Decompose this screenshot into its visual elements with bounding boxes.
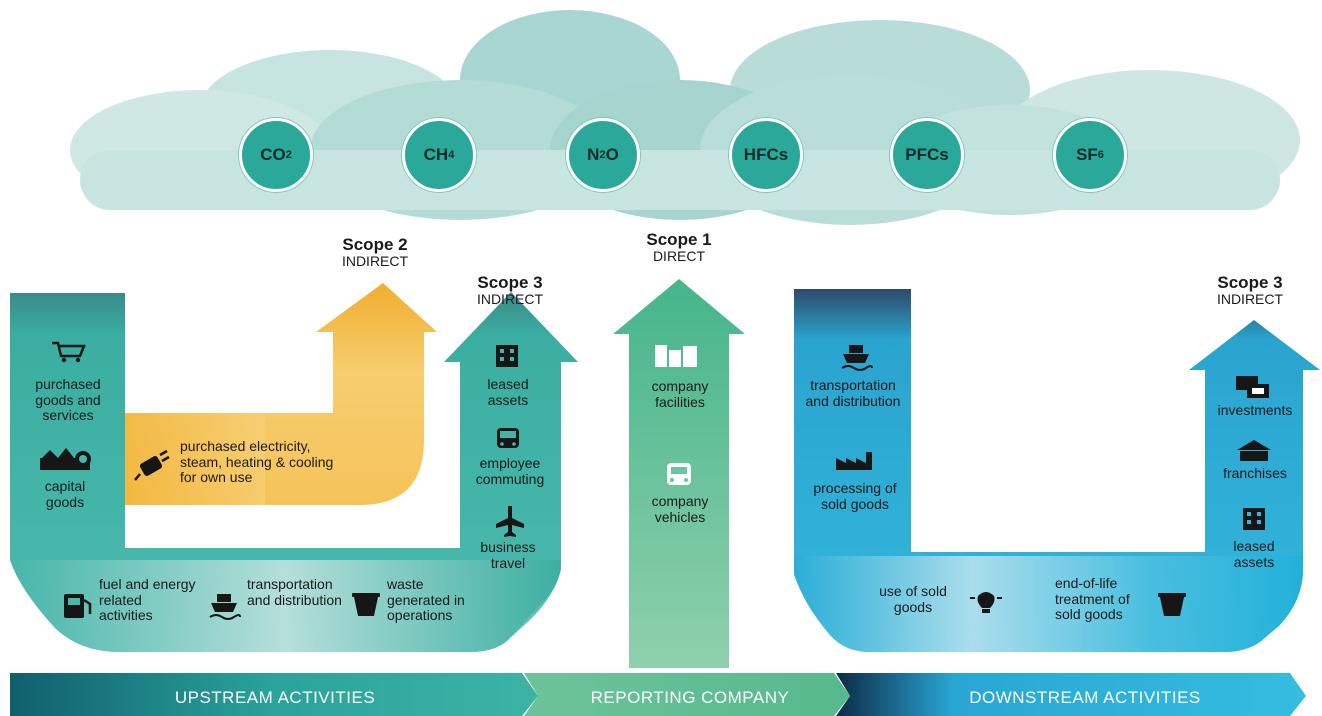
gas-pfcs: PFCs (890, 118, 964, 192)
ship-icon (209, 594, 241, 620)
scope-title: Scope 3 (477, 273, 543, 292)
gas-label: PFCs (905, 145, 949, 164)
business-travel-label: business travel (480, 539, 536, 571)
end-of-life-label: end-of-life treatment of sold goods (1055, 575, 1130, 623)
plug-icon (134, 449, 170, 481)
processing-label: processing of sold goods (813, 480, 897, 512)
cart-icon (52, 341, 86, 363)
investments-label: investments (1217, 402, 1293, 418)
fuel-energy-label: fuel and energy related activities (99, 576, 196, 624)
gas-label: SF (1076, 145, 1098, 164)
scope3-downstream-heading: Scope 3 INDIRECT (1195, 273, 1305, 308)
scope2-flow (125, 283, 437, 505)
vehicle-icon (667, 463, 691, 485)
downstream-transport-label: transportation and distribution (805, 377, 901, 409)
scope3-upstream-heading: Scope 3 INDIRECT (455, 273, 565, 308)
scope-title: Scope 3 (1217, 273, 1283, 292)
capital-goods-icon (40, 448, 91, 470)
facilities-label: company facilities (651, 378, 709, 410)
vehicles-label: company vehicles (651, 493, 709, 525)
building-icon (496, 345, 518, 367)
downstream-band-label: DOWNSTREAM ACTIVITIES (969, 688, 1201, 707)
gas-hfcs: HFCs (729, 118, 803, 192)
gas-subscript: 2 (599, 149, 606, 161)
facilities-icon (655, 345, 697, 367)
gas-subscript: 4 (448, 149, 455, 161)
use-sold-goods-label: use of sold goods (879, 583, 947, 615)
waste-bin-icon (352, 593, 380, 616)
scope-type: INDIRECT (341, 253, 409, 270)
reporting-band-label: REPORTING COMPANY (590, 688, 790, 707)
purchased-goods-label: purchased goods and services (35, 376, 101, 424)
scope-title: Scope 2 (342, 235, 408, 254)
downstream-flow (794, 289, 1320, 652)
scope2-heading: Scope 2 INDIRECT (320, 235, 430, 270)
upstream-transport-label: transportation and distribution (247, 576, 342, 608)
ship-icon-downstream (841, 345, 873, 371)
cloud (70, 10, 1300, 225)
scope-title: Scope 1 (646, 230, 712, 249)
gas-label: HFCs (743, 145, 789, 164)
franchises-icon (1237, 440, 1271, 461)
capital-goods-label: capital goods (44, 478, 86, 510)
activity-band (10, 673, 1306, 716)
waste-label: waste generated in operations (387, 576, 465, 624)
scope-type: INDIRECT (476, 291, 544, 308)
waste-bin-icon-downstream (1158, 593, 1186, 616)
upstream-leased-assets-label: leased assets (487, 376, 529, 408)
factory-icon (836, 452, 872, 470)
gas-label: N (587, 145, 600, 164)
upstream-flow (10, 292, 578, 652)
gas-subscript: 6 (1097, 149, 1104, 161)
gas-suffix: O (605, 145, 619, 164)
investments-icon (1236, 376, 1269, 398)
upstream-band-label: UPSTREAM ACTIVITIES (174, 688, 376, 707)
scope-type: INDIRECT (1216, 291, 1284, 308)
scope1-heading: Scope 1 DIRECT (624, 230, 734, 265)
gas-subscript: 2 (285, 149, 292, 161)
franchises-label: franchises (1223, 465, 1287, 481)
commuting-label: employee commuting (475, 455, 545, 487)
bus-icon (497, 428, 519, 448)
building-icon-downstream (1243, 508, 1265, 530)
downstream-leased-assets-label: leased assets (1233, 538, 1275, 570)
airplane-icon (496, 506, 524, 537)
scope-type: DIRECT (652, 248, 706, 265)
electricity-label: purchased electricity, steam, heating & … (180, 438, 334, 486)
fuel-pump-icon (64, 594, 92, 618)
gas-label: CH (423, 145, 449, 164)
gas-label: CO (260, 145, 286, 164)
lightbulb-icon (970, 592, 1002, 613)
